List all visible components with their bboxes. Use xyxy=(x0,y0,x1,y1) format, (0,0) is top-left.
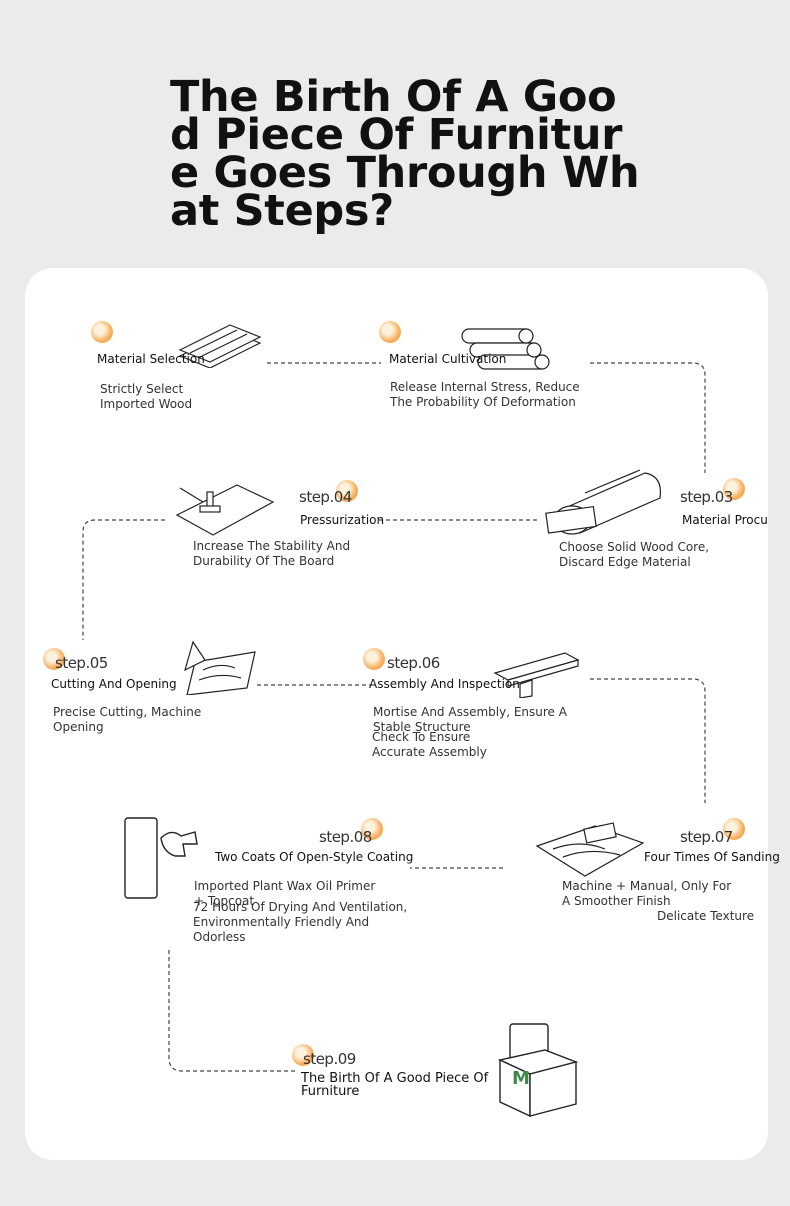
step-1-description: Strictly Select Imported Wood xyxy=(100,382,193,411)
furniture-box-icon xyxy=(497,1023,579,1118)
step-6-marker-dot xyxy=(363,648,385,670)
page-title: The Birth Of A Good Piece Of Furniture G… xyxy=(170,72,640,236)
step-7-label: step.07 xyxy=(680,828,733,846)
press-board-icon xyxy=(175,484,275,536)
step-8-marker-dot xyxy=(361,818,383,840)
cutting-board-icon xyxy=(184,640,256,695)
step-8-name: Two Coats Of Open-Style Coating xyxy=(215,850,414,864)
step-1-marker-dot xyxy=(91,321,113,343)
step-7-name: Four Times Of Sanding xyxy=(644,850,780,864)
step-4-marker-dot xyxy=(336,480,358,502)
step-8-label: step.08 xyxy=(319,828,372,846)
step-4-name: Pressurization xyxy=(300,513,385,527)
step-5-name: Cutting And Opening xyxy=(51,677,177,691)
step-2-name: Material Cultivation xyxy=(389,352,507,366)
step-9-marker-dot xyxy=(292,1044,314,1066)
step-6-name: Assembly And Inspection xyxy=(369,677,520,691)
step-7-marker-dot xyxy=(723,818,745,840)
step-2-marker-dot xyxy=(379,321,401,343)
step-5-description: Precise Cutting, Machine Opening xyxy=(53,705,202,734)
step-8-description-extra: 72 Hours Of Drying And Ventilation, Envi… xyxy=(193,900,408,944)
step-1-name: Material Selection xyxy=(97,352,205,366)
step-3-label: step.03 xyxy=(680,488,733,506)
step-3-marker-dot xyxy=(723,478,745,500)
step-5-marker-dot xyxy=(43,648,65,670)
step-9-name: The Birth Of A Good Piece Of Furniture xyxy=(301,1071,489,1099)
solid-wood-log-icon xyxy=(545,469,662,535)
step-2-description: Release Internal Stress, Reduce The Prob… xyxy=(390,380,580,409)
assembled-beam-icon xyxy=(493,652,580,698)
step-7-description: Machine + Manual, Only For A Smoother Fi… xyxy=(562,879,732,908)
sanding-board-icon xyxy=(535,822,645,877)
step-4-description: Increase The Stability And Durability Of… xyxy=(193,539,351,568)
step-6-description: Mortise And Assembly, Ensure A Stable St… xyxy=(373,705,567,734)
step-4-label: step.04 xyxy=(299,488,352,506)
step-7-description-extra: Delicate Texture xyxy=(657,909,755,923)
step-5-label: step.05 xyxy=(55,654,108,672)
step-8-description: Imported Plant Wax Oil Primer + Topcoat xyxy=(194,879,376,908)
process-connector-lines xyxy=(82,362,706,1072)
step-6-description-extra: Check To Ensure Accurate Assembly xyxy=(372,730,487,759)
wood-planks-icon xyxy=(178,324,262,368)
step-6-label: step.06 xyxy=(387,654,440,672)
step-3-description: Choose Solid Wood Core, Discard Edge Mat… xyxy=(559,540,710,569)
step-3-name: Material Procurement xyxy=(682,513,768,527)
spray-coating-icon xyxy=(124,817,198,899)
step-9-label: step.09 xyxy=(303,1050,356,1068)
log-pile-icon xyxy=(461,328,550,370)
process-panel: Material Selection Strictly Select Impor… xyxy=(25,268,780,1160)
brand-logo: M xyxy=(512,1068,530,1089)
